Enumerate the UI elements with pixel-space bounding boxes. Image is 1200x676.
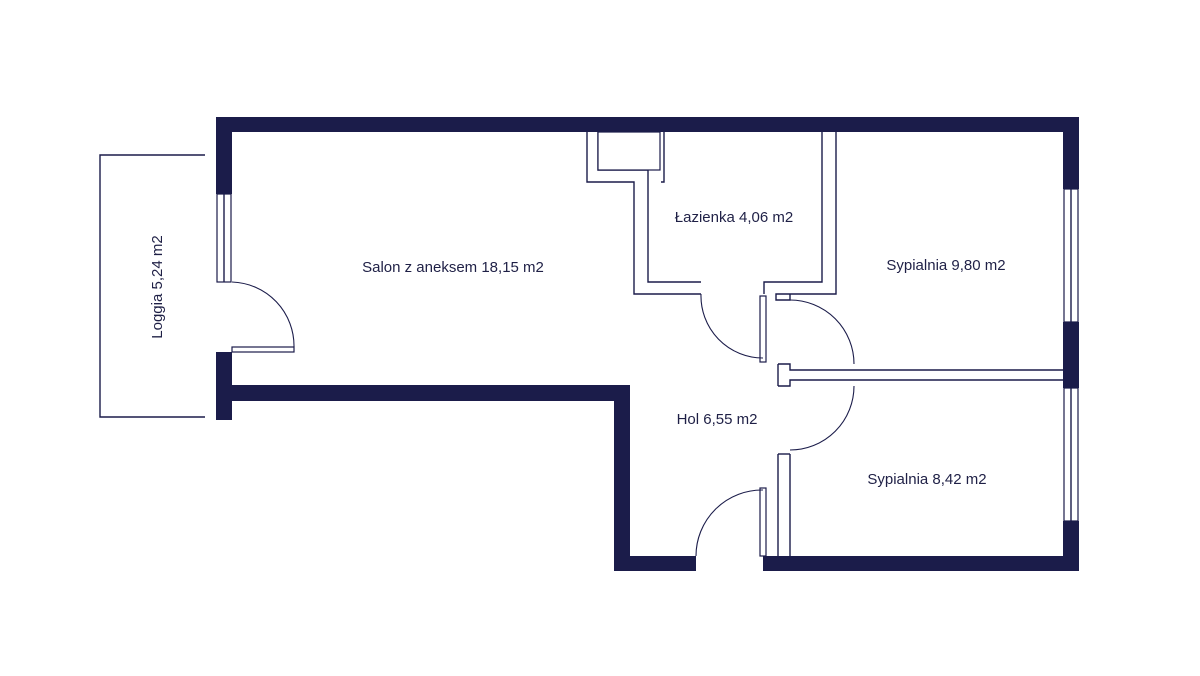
room-label-sypialnia-2: Sypialnia 8,42 m2	[867, 471, 986, 488]
room-label-sypialnia-1: Sypialnia 9,80 m2	[886, 257, 1005, 274]
room-label-salon: Salon z aneksem 18,15 m2	[362, 259, 544, 276]
room-label-loggia: Loggia 5,24 m2	[149, 235, 166, 338]
windows	[216, 188, 1079, 522]
exterior-walls	[216, 117, 1079, 571]
loggia-outline	[99, 154, 205, 418]
room-label-lazienka: Łazienka 4,06 m2	[675, 209, 793, 226]
door-swings	[231, 281, 855, 557]
room-label-hol: Hol 6,55 m2	[677, 411, 758, 428]
interior-walls	[231, 131, 1063, 557]
